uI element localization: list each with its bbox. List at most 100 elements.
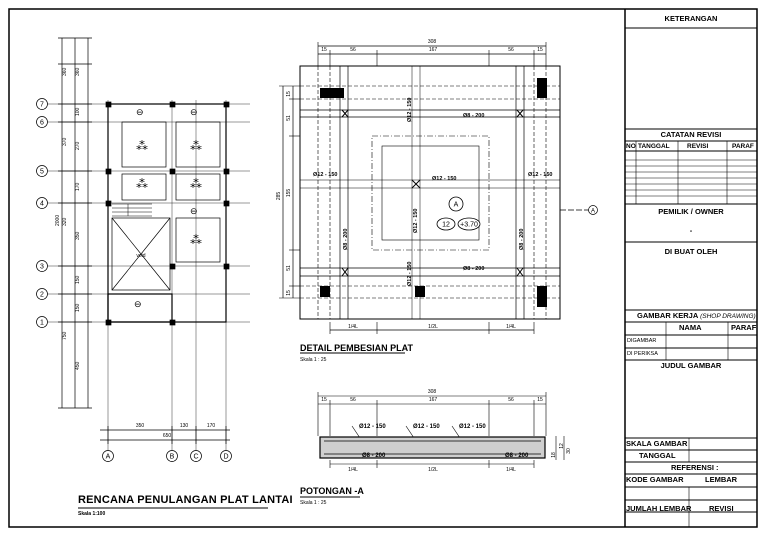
nama-label: NAMA (679, 323, 702, 332)
detail-cut-marker: A (588, 205, 598, 215)
detail-rebar-labels: Ø8 - 200 Ø8 - 200 Ø8 - 200 Ø8 - 200 Ø12 … (313, 98, 552, 286)
catatan-revisi-label: CATATAN REVISI (660, 130, 722, 139)
kode-gambar-label: KODE GAMBAR (626, 475, 684, 484)
svg-text:A: A (454, 202, 459, 209)
jumlah-lembar-label: JUMLAH LEMBAR (626, 504, 692, 513)
rev-col-no: NO (626, 143, 636, 150)
rev-col-revisi: REVISI (687, 143, 709, 150)
gambar-kerja-label: GAMBAR KERJA (SHOP DRAWING) (637, 311, 756, 320)
svg-text:750: 750 (62, 331, 68, 340)
svg-text:170: 170 (207, 423, 216, 429)
svg-text:167: 167 (429, 47, 438, 53)
svg-text:Ø8 - 200: Ø8 - 200 (463, 113, 484, 119)
detail-dim-texts: 308 15 56 167 56 15 285 15 51 155 51 15 … (276, 39, 543, 330)
svg-text:Ø12 - 150: Ø12 - 150 (407, 98, 413, 122)
svg-text:12: 12 (442, 222, 450, 229)
svg-text:6: 6 (40, 120, 44, 127)
svg-text:Ø8 - 200: Ø8 - 200 (343, 229, 349, 250)
sheet-border (8, 8, 758, 528)
svg-text:350: 350 (136, 423, 145, 429)
detail-scale: Skala 1 : 25 (300, 357, 327, 363)
pemilik-label: PEMILIK / OWNER (658, 207, 724, 216)
svg-text:A: A (591, 208, 595, 214)
title-block: KETERANGAN CATATAN REVISI NO TANGGAL REV… (625, 9, 757, 527)
svg-text:51: 51 (286, 265, 292, 271)
svg-text:15: 15 (286, 290, 292, 296)
svg-text:A: A (106, 454, 111, 461)
svg-text:2000: 2000 (55, 215, 61, 226)
svg-text:15: 15 (537, 47, 543, 53)
floor-plan (36, 37, 250, 462)
detail-cross-marks (341, 109, 524, 277)
svg-text:7: 7 (40, 102, 44, 109)
svg-text:B: B (170, 454, 175, 461)
svg-text:C: C (193, 454, 198, 461)
svg-text:2: 2 (40, 292, 44, 299)
svg-text:Ø12 - 150: Ø12 - 150 (407, 262, 413, 286)
svg-text:3: 3 (40, 264, 44, 271)
svg-text:360: 360 (75, 67, 81, 76)
svg-text:100: 100 (75, 107, 81, 116)
svg-text:Ø12 - 150: Ø12 - 150 (413, 209, 419, 233)
svg-text:56: 56 (350, 47, 356, 53)
svg-text:370: 370 (62, 137, 68, 146)
svg-text:Ø12 - 150: Ø12 - 150 (432, 176, 456, 182)
keterangan-label: KETERANGAN (664, 14, 718, 23)
svg-text:130: 130 (180, 423, 189, 429)
svg-text:350: 350 (75, 231, 81, 240)
plan-title: RENCANA PENULANGAN PLAT LANTAI (78, 494, 293, 506)
plan-symbol-cluster-icon-5: ⁂ (190, 233, 202, 247)
svg-text:450: 450 (75, 361, 81, 370)
svg-text:5: 5 (40, 169, 44, 176)
svg-text:Ø12 - 150: Ø12 - 150 (528, 172, 552, 178)
section-scale: Skala 1 : 25 (300, 500, 327, 506)
svg-text:+3.70: +3.70 (460, 222, 478, 229)
svg-text:Ø12 - 150: Ø12 - 150 (313, 172, 337, 178)
section-title: POTONGAN -A (300, 486, 364, 496)
svg-text:650: 650 (163, 433, 172, 439)
svg-text:1/2L: 1/2L (428, 324, 438, 330)
svg-text:D: D (223, 454, 228, 461)
svg-text:15: 15 (537, 397, 543, 403)
svg-text:1/4L: 1/4L (506, 467, 516, 473)
section-slab (319, 436, 546, 459)
svg-text:Ø8 - 200: Ø8 - 200 (505, 453, 529, 459)
plan-symbol-cluster-icon: ⁂ (136, 139, 148, 153)
svg-text:56: 56 (508, 47, 514, 53)
section-rebar-labels: Ø12 - 150 Ø12 - 150 Ø12 - 150 Ø8 - 200 Ø… (359, 424, 529, 459)
rev-col-paraf: PARAF (732, 143, 754, 150)
plan-symbol-outlet-icon-2: ⊖ (190, 107, 198, 117)
svg-text:30: 30 (566, 448, 572, 454)
detail-elevation-marker: A 12 +3.70 (436, 196, 481, 231)
revisi-label: REVISI (709, 504, 734, 513)
svg-text:15: 15 (286, 91, 292, 97)
svg-text:Ø12 - 150: Ø12 - 150 (359, 424, 386, 430)
plan-vertical-dims: 360 360 100 370 270 170 320 2000 350 150… (55, 67, 81, 370)
svg-text:1/4L: 1/4L (348, 467, 358, 473)
digambar-label: DIGAMBAR (627, 338, 657, 344)
svg-text:void: void (136, 253, 145, 259)
svg-text:1/2L: 1/2L (428, 467, 438, 473)
plan-horizontal-dims: 350 130 170 650 void (136, 253, 216, 439)
svg-text:56: 56 (350, 397, 356, 403)
plan-symbol-outlet-icon-4: ⊖ (134, 299, 142, 309)
svg-text:56: 56 (508, 397, 514, 403)
lembar-label: LEMBAR (705, 475, 738, 484)
svg-text:155: 155 (286, 189, 292, 198)
section-drawing (317, 392, 565, 468)
plan-grid-rows: 7 6 5 4 3 2 1 (36, 98, 48, 328)
detail-plan (279, 42, 590, 334)
plan-symbol-outlet-icon: ⊖ (136, 107, 144, 117)
plan-grid-cols: A B C D (102, 450, 232, 462)
svg-text:150: 150 (75, 275, 81, 284)
judul-gambar-label: JUDUL GAMBAR (660, 361, 722, 370)
svg-text:Ø12 - 150: Ø12 - 150 (413, 424, 440, 430)
svg-text:285: 285 (276, 192, 282, 201)
svg-text:18: 18 (551, 452, 557, 458)
svg-text:150: 150 (75, 303, 81, 312)
title-block-frame (624, 9, 757, 527)
referensi-label: REFERENSI : (671, 463, 719, 472)
rev-col-tanggal: TANGGAL (638, 143, 670, 150)
